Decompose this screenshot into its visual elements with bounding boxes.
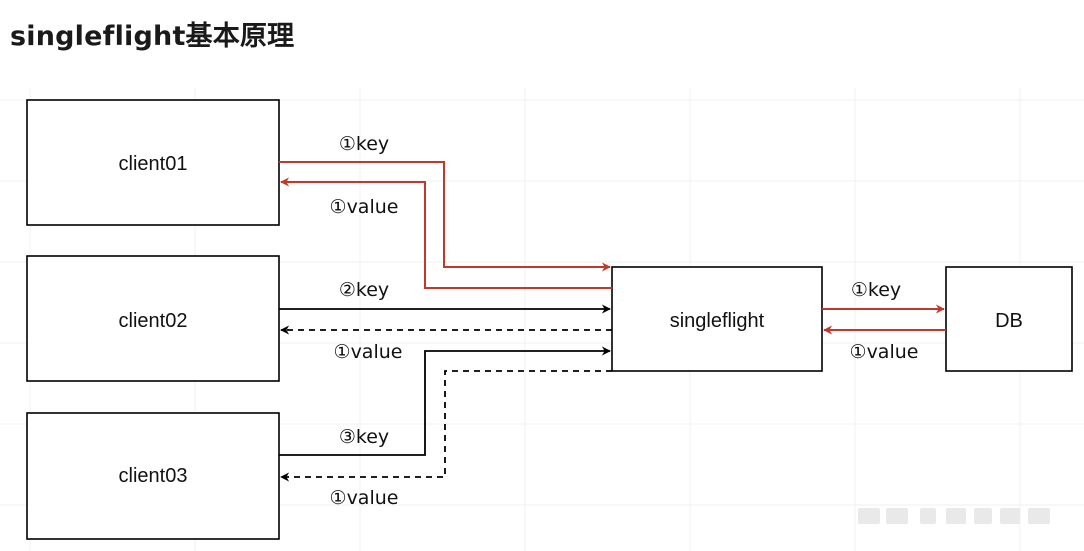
label-client02-value: ①value: [334, 341, 403, 363]
node-db: DB: [945, 266, 1073, 372]
edge-client01-value: [280, 177, 612, 289]
client02-label: client02: [119, 310, 188, 332]
edge-client03-value: [280, 370, 612, 482]
client01-label: client01: [119, 153, 188, 175]
label-client01-value: ①value: [330, 196, 399, 218]
diagram-svg: client01 client02 client03 singleflight …: [0, 88, 1084, 551]
label-client03-key: ③key: [339, 426, 389, 448]
node-client01: client01: [26, 99, 280, 226]
watermark-blur: [858, 508, 1050, 524]
node-singleflight: singleflight: [611, 266, 823, 372]
edge-client03-key: [279, 346, 611, 456]
page-title: singleflight基本原理: [10, 21, 295, 52]
label-client03-value: ①value: [330, 487, 399, 509]
singleflight-label: singleflight: [670, 310, 765, 332]
label-db-singleflight-value: ①value: [850, 341, 919, 363]
node-client03: client03: [26, 412, 280, 540]
label-singleflight-db-key: ①key: [851, 279, 901, 301]
edge-client01-key: [279, 161, 611, 272]
db-label: DB: [995, 310, 1023, 332]
client03-label: client03: [119, 465, 188, 487]
label-client02-key: ②key: [339, 279, 389, 301]
label-client01-key: ①key: [339, 133, 389, 155]
node-client02: client02: [26, 255, 280, 382]
diagram-canvas: client01 client02 client03 singleflight …: [0, 88, 1084, 551]
